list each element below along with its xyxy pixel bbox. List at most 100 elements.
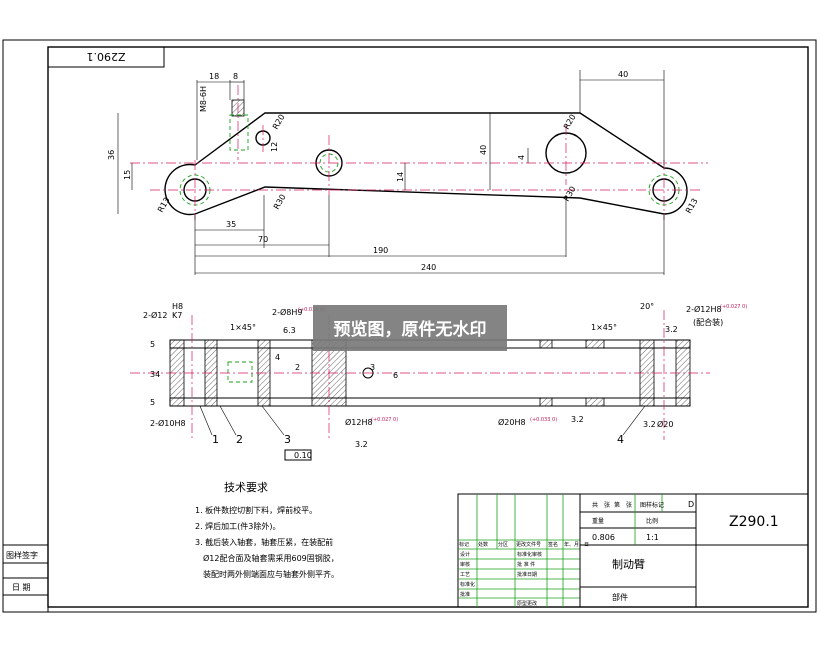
svg-text:标准化: 标准化 (460, 581, 475, 588)
svg-text:3.2: 3.2 (643, 420, 656, 429)
svg-text:3.2: 3.2 (571, 415, 584, 424)
svg-text:批 准 件: 批 准 件 (517, 561, 535, 568)
svg-text:M8-6H: M8-6H (199, 86, 208, 112)
svg-text:H8: H8 (172, 302, 183, 311)
svg-text:Ø20H8: Ø20H8 (498, 417, 526, 427)
svg-text:12: 12 (270, 142, 279, 152)
rotated-drawing-number: Z290.1 (86, 50, 125, 63)
svg-text:2-Ø12: 2-Ø12 (143, 310, 167, 320)
svg-text:装配时两外侧端面应与轴套外侧平齐。: 装配时两外侧端面应与轴套外侧平齐。 (203, 569, 339, 579)
svg-text:36: 36 (107, 150, 116, 160)
svg-text:5: 5 (150, 340, 155, 349)
svg-text:Ø12H8: Ø12H8 (345, 417, 373, 427)
svg-text:R20: R20 (271, 113, 287, 131)
svg-text:标准化审核: 标准化审核 (517, 551, 542, 558)
svg-text:3.2: 3.2 (665, 325, 678, 334)
watermark-text: 预览图，原件无水印 (334, 319, 487, 340)
svg-text:5: 5 (150, 398, 155, 407)
svg-text:图样标记: 图样标记 (640, 501, 664, 509)
svg-text:批准日期: 批准日期 (517, 571, 537, 578)
svg-text:4: 4 (275, 353, 280, 362)
svg-text:R20: R20 (562, 113, 578, 131)
svg-text:签名: 签名 (548, 541, 558, 548)
svg-text:4: 4 (617, 433, 624, 446)
svg-text:处数: 处数 (478, 541, 488, 548)
svg-text:15: 15 (123, 170, 132, 180)
svg-text:190: 190 (373, 246, 388, 255)
svg-text:张: 张 (626, 501, 632, 509)
svg-text:70: 70 (258, 235, 268, 244)
svg-text:工艺: 工艺 (460, 572, 470, 578)
svg-text:8: 8 (233, 72, 238, 81)
date-label: 日 期 (12, 583, 31, 592)
svg-text:共: 共 (592, 501, 598, 509)
svg-text:R30: R30 (562, 185, 578, 203)
svg-text:1×45°: 1×45° (591, 323, 617, 332)
watermark-box (313, 305, 507, 351)
rotated-number-box (47, 46, 165, 68)
svg-text:第: 第 (614, 501, 620, 509)
svg-text:比例: 比例 (646, 517, 658, 525)
inner-frame (47, 46, 809, 608)
svg-text:3.2: 3.2 (355, 440, 368, 449)
svg-text:(+0.033 0): (+0.033 0) (530, 417, 557, 423)
svg-text:6: 6 (393, 371, 398, 380)
svg-text:(+0.027 0): (+0.027 0) (720, 304, 747, 310)
svg-text:2-Ø12H8: 2-Ø12H8 (686, 304, 722, 314)
svg-text:1. 板件数控切割下料，焊前校平。: 1. 板件数控切割下料，焊前校平。 (195, 505, 317, 515)
svg-text:35: 35 (226, 220, 236, 229)
svg-text:40: 40 (479, 145, 488, 155)
svg-text:年、月、日: 年、月、日 (564, 541, 589, 548)
svg-text:2: 2 (295, 363, 300, 372)
svg-text:(配合装): (配合装) (693, 317, 723, 327)
svg-text:审核: 审核 (460, 561, 470, 568)
svg-text:2-Ø10H8: 2-Ø10H8 (150, 418, 186, 428)
weight-value: 0.806 (592, 533, 615, 542)
svg-text:2. 焊后加工(件3除外)。: 2. 焊后加工(件3除外)。 (195, 521, 281, 531)
svg-text:K7: K7 (172, 311, 182, 320)
svg-text:批准: 批准 (460, 591, 470, 598)
svg-text:原型更改: 原型更改 (517, 600, 537, 607)
svg-text:6.3: 6.3 (283, 326, 296, 335)
svg-text:2-Ø8H9: 2-Ø8H9 (272, 307, 302, 317)
tech-req-title: 技术要求 (224, 481, 268, 494)
svg-text:34: 34 (150, 370, 160, 379)
svg-text:重量: 重量 (592, 517, 604, 525)
svg-text:4: 4 (517, 155, 526, 160)
svg-text:R13: R13 (684, 197, 700, 215)
svg-text:1: 1 (212, 433, 219, 446)
svg-text:3: 3 (284, 433, 291, 446)
svg-text:Ø12配合面及轴套需采用609固钢胶，: Ø12配合面及轴套需采用609固钢胶， (203, 553, 339, 563)
svg-text:3: 3 (370, 363, 375, 372)
svg-text:18: 18 (209, 72, 219, 81)
title-block: 重量 比例 图样标记 0.806 1:1 Z290.1 制动臂 部件 D 标记 … (457, 493, 809, 608)
material: 部件 (612, 592, 628, 602)
scale-value: 1:1 (646, 533, 659, 542)
part-name: 制动臂 (612, 558, 645, 571)
svg-text:1×45°: 1×45° (230, 323, 256, 332)
svg-text:D: D (688, 500, 694, 509)
svg-text:(+0.027 0): (+0.027 0) (371, 417, 398, 423)
svg-text:R30: R30 (272, 193, 288, 211)
svg-text:0.10: 0.10 (294, 451, 312, 460)
svg-text:240: 240 (421, 263, 436, 272)
outer-frame (2, 39, 817, 613)
svg-text:40: 40 (618, 70, 628, 79)
sign-label: 图样签字 (6, 550, 38, 560)
svg-text:分区: 分区 (498, 541, 508, 548)
svg-text:R13: R13 (156, 196, 172, 214)
svg-text:3. 截后装入轴套，轴套压紧，在装配前: 3. 截后装入轴套，轴套压紧，在装配前 (195, 537, 333, 547)
top-view: 18 8 M8-6H R20 12 36 15 14 40 4 R13 R30 … (107, 70, 708, 275)
svg-text:20°: 20° (640, 302, 654, 311)
svg-text:标记: 标记 (459, 541, 469, 548)
svg-text:更改文件号: 更改文件号 (516, 541, 541, 548)
svg-text:Ø20: Ø20 (657, 419, 673, 429)
svg-text:(+0.036 0): (+0.036 0) (298, 307, 325, 313)
svg-text:2: 2 (236, 433, 243, 446)
tech-requirements: 技术要求 1. 板件数控切割下料，焊前校平。 2. 焊后加工(件3除外)。 3.… (195, 481, 339, 579)
svg-text:张: 张 (604, 501, 610, 509)
svg-text:设计: 设计 (460, 551, 470, 558)
svg-text:14: 14 (396, 172, 405, 182)
